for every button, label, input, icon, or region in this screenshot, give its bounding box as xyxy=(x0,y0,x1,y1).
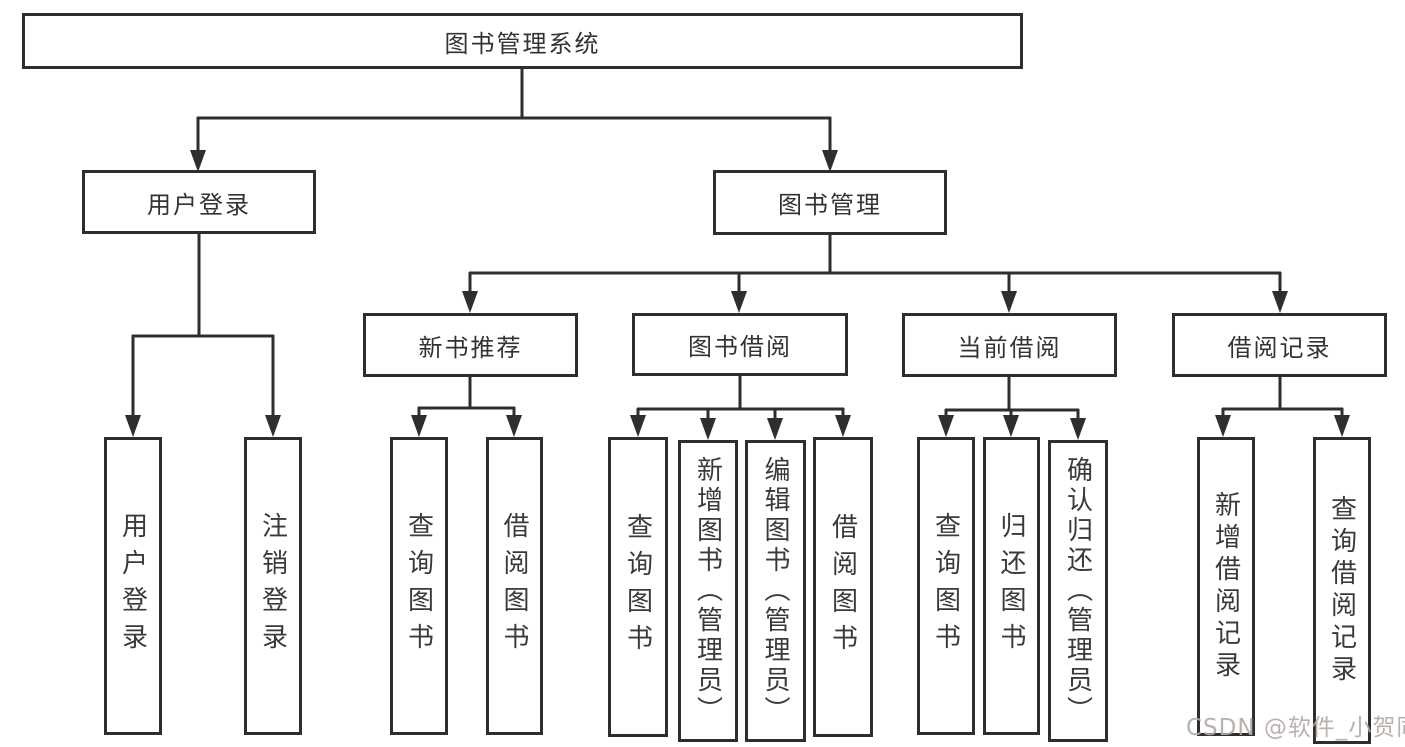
arrowhead xyxy=(700,418,716,440)
leaf-br-add-record-label: 新增借阅记录 xyxy=(1210,490,1241,683)
arrowhead xyxy=(411,415,427,437)
leaf-br-add-record: 新增借阅记录 xyxy=(1197,437,1255,736)
leaf-nb-borrow-books: 借阅图书 xyxy=(486,437,543,735)
node-book-mgmt-label: 图书管理 xyxy=(778,191,882,219)
leaf-bb-query-books-label: 查询图书 xyxy=(622,513,653,661)
arrowhead xyxy=(938,415,954,437)
node-borrow-records: 借阅记录 xyxy=(1172,313,1387,377)
node-new-books: 新书推荐 xyxy=(363,313,578,377)
leaf-cb-return-books-label: 归还图书 xyxy=(996,512,1026,660)
leaf-logout-label: 注销登录 xyxy=(257,512,288,660)
arrowheads xyxy=(125,150,1350,440)
arrowhead xyxy=(1334,415,1350,437)
arrowhead xyxy=(506,415,522,437)
leaf-bb-edit-books-admin: 编辑图书（管理员） xyxy=(745,440,806,742)
leaf-bb-add-books-admin-label: 新增图书（管理员） xyxy=(692,456,723,726)
leaf-nb-query-books-label: 查询图书 xyxy=(403,512,434,660)
arrowhead xyxy=(265,415,281,437)
leaf-bb-add-books-admin: 新增图书（管理员） xyxy=(678,440,738,742)
leaf-nb-borrow-books-label: 借阅图书 xyxy=(499,512,529,660)
node-root: 图书管理系统 xyxy=(22,13,1023,69)
leaf-bb-borrow-books: 借阅图书 xyxy=(813,437,873,737)
leaf-cb-return-books: 归还图书 xyxy=(983,437,1040,735)
leaf-br-query-record-label: 查询借阅记录 xyxy=(1326,494,1357,687)
leaf-nb-query-books: 查询图书 xyxy=(390,437,448,735)
node-user-login: 用户登录 xyxy=(82,170,316,234)
node-current-borrow: 当前借阅 xyxy=(902,313,1117,377)
leaf-cb-confirm-return-admin: 确认归还（管理员） xyxy=(1048,440,1108,742)
node-root-label: 图书管理系统 xyxy=(444,29,601,58)
arrowhead xyxy=(731,291,747,313)
leaf-bb-edit-books-admin-label: 编辑图书（管理员） xyxy=(760,456,790,726)
arrowhead xyxy=(1070,418,1086,440)
arrowhead xyxy=(1003,415,1019,437)
leaf-cb-query-books-label: 查询图书 xyxy=(930,512,961,660)
arrowhead xyxy=(1272,291,1288,313)
leaf-user-login-label: 用户登录 xyxy=(117,512,148,660)
node-book-mgmt: 图书管理 xyxy=(713,170,947,235)
leaf-bb-query-books: 查询图书 xyxy=(608,437,668,737)
arrowhead xyxy=(1215,415,1231,437)
node-user-login-label: 用户登录 xyxy=(147,190,251,219)
node-book-borrow: 图书借阅 xyxy=(632,313,848,376)
leaf-logout: 注销登录 xyxy=(244,437,302,735)
leaf-br-query-record: 查询借阅记录 xyxy=(1313,437,1371,744)
node-new-books-label: 新书推荐 xyxy=(418,333,523,362)
leaf-cb-query-books: 查询图书 xyxy=(917,437,975,735)
arrowhead xyxy=(767,418,783,440)
leaf-bb-borrow-books-label: 借阅图书 xyxy=(827,513,858,661)
arrowhead xyxy=(630,415,646,437)
leaf-user-login: 用户登录 xyxy=(104,437,162,735)
arrowhead xyxy=(462,291,478,313)
node-borrow-records-label: 借阅记录 xyxy=(1227,333,1332,362)
watermark: CSDN @软件_小贺同学 xyxy=(1186,715,1405,741)
node-book-borrow-label: 图书借阅 xyxy=(688,333,792,361)
arrowhead xyxy=(1001,291,1017,313)
leaf-cb-confirm-return-admin-label: 确认归还（管理员） xyxy=(1062,456,1093,726)
node-current-borrow-label: 当前借阅 xyxy=(957,333,1062,362)
arrowhead xyxy=(190,150,206,172)
arrowhead xyxy=(125,415,141,437)
arrowhead xyxy=(822,150,838,172)
arrowhead xyxy=(835,415,851,437)
